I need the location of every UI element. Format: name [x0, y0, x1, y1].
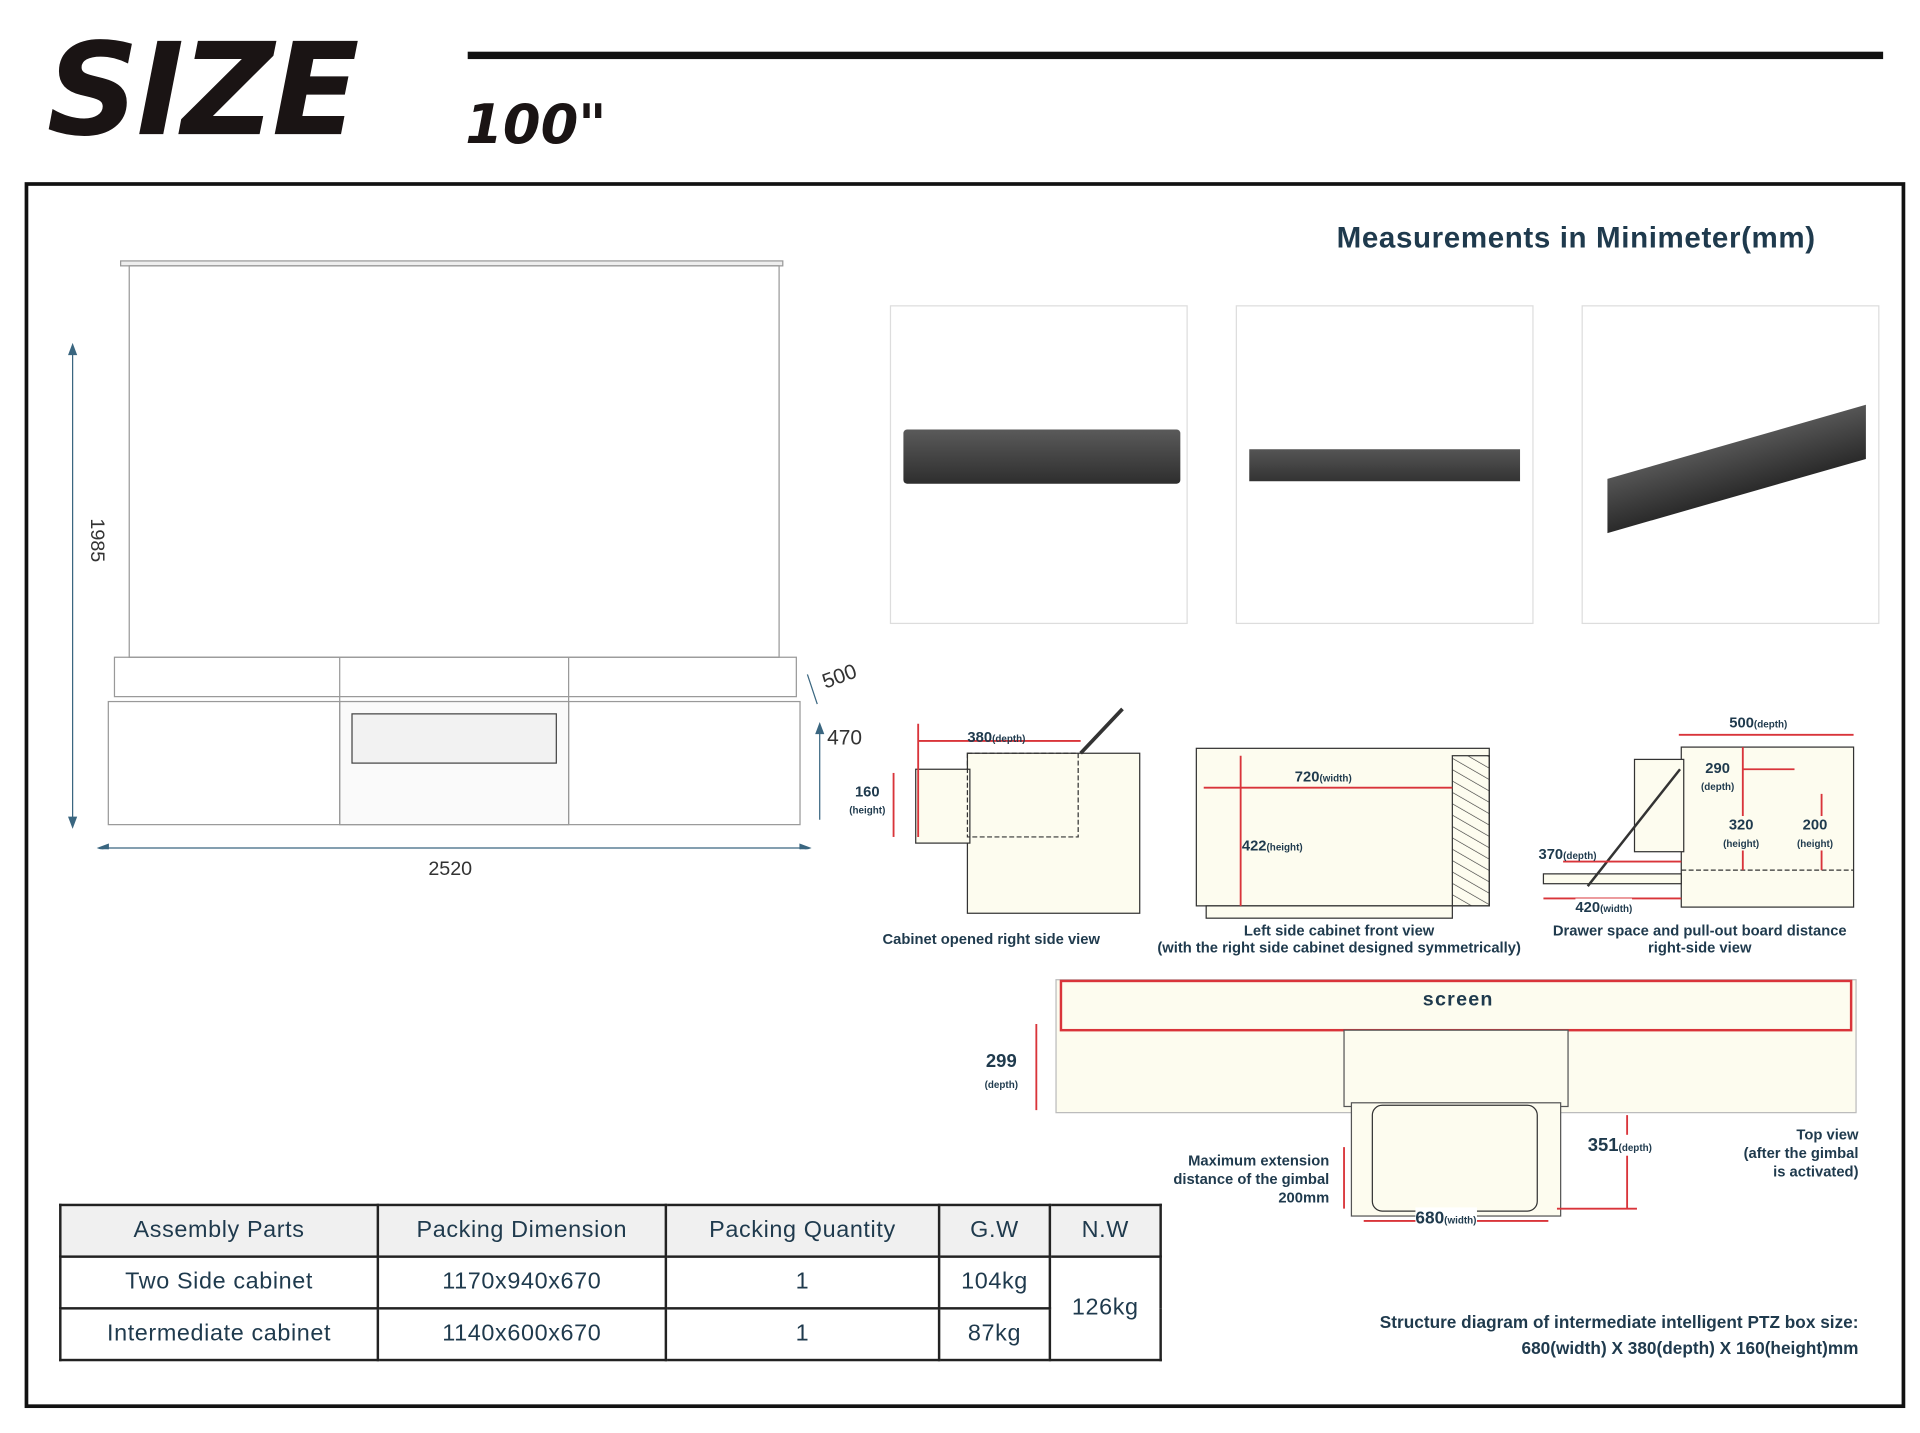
header-rule	[467, 51, 1884, 60]
structure-line2: 680(width) X 380(depth) X 160(height)mm	[1521, 1337, 1859, 1358]
top-view-drawing	[1035, 979, 1857, 1222]
top-cap-line2: (after the gimbal	[1743, 1144, 1859, 1162]
ext-line2: distance of the gimbal	[1173, 1170, 1330, 1188]
drawer-view-caption: Drawer space and pull-out board distance…	[1541, 922, 1859, 956]
cell: 1170x940x670	[376, 1255, 668, 1310]
col-header: Packing Quantity	[664, 1203, 941, 1258]
top-cap-line3: is activated)	[1773, 1163, 1859, 1181]
table-row: Intermediate cabinet 1140x600x670 1 87kg	[59, 1307, 1160, 1362]
front-width-unit: (width)	[1319, 772, 1352, 785]
top-680-value: 680	[1415, 1207, 1445, 1228]
drawer-420-unit: (width)	[1600, 903, 1633, 915]
cell: Two Side cabinet	[59, 1255, 380, 1310]
cell: 104kg	[937, 1255, 1052, 1310]
front-height-label: 422(height)	[1242, 837, 1303, 854]
drawer-290-unit: (depth)	[1700, 781, 1735, 793]
front-caption-line1: Left side cabinet front view	[1243, 921, 1435, 940]
packing-table: Assembly Parts Packing Dimension Packing…	[59, 1203, 1162, 1362]
product-photo-low	[1235, 305, 1534, 625]
drawer-height-200: 200 (height)	[1796, 816, 1834, 851]
units-title: Measurements in Minimeter(mm)	[1336, 221, 1816, 255]
side-depth-unit: (depth)	[992, 733, 1026, 745]
drawer-500-value: 500	[1729, 713, 1754, 732]
front-height-unit: (height)	[1266, 841, 1303, 853]
cabinet-height-dimension: 470	[827, 726, 863, 750]
front-width-value: 720	[1294, 768, 1320, 786]
drawer-depth-370: 370(depth)	[1539, 846, 1597, 863]
side-height-unit: (height)	[849, 804, 886, 817]
col-header: N.W	[1048, 1203, 1162, 1258]
cell: Intermediate cabinet	[59, 1307, 380, 1362]
height-dimension: 1985	[85, 518, 107, 563]
drawer-200-unit: (height)	[1796, 838, 1834, 850]
cell: 87kg	[937, 1307, 1052, 1362]
side-height-value: 160	[854, 782, 880, 801]
structure-note: Structure diagram of intermediate intell…	[1305, 1310, 1859, 1362]
side-depth-value: 380	[967, 728, 993, 746]
screen-size: 100"	[465, 93, 607, 157]
col-header: Assembly Parts	[59, 1203, 380, 1258]
cabinet-side-view-drawing	[892, 707, 1141, 914]
product-photo-angled	[1581, 305, 1880, 625]
ext-line1: Maximum extension	[1188, 1152, 1330, 1170]
front-width-label: 720(width)	[1295, 768, 1352, 785]
top-width-680: 680(width)	[1415, 1207, 1477, 1228]
drawer-320-unit: (height)	[1723, 838, 1760, 850]
drawer-370-value: 370	[1538, 845, 1564, 863]
width-dimension: 2520	[428, 859, 473, 881]
cell: 1140x600x670	[376, 1307, 668, 1362]
top-depth-299: 299 (depth)	[985, 1051, 1018, 1093]
drawer-200-value: 200	[1802, 816, 1828, 834]
drawer-caption-line2: right-side view	[1648, 939, 1752, 957]
drawer-420-value: 420	[1575, 898, 1601, 916]
top-cap-line1: Top view	[1796, 1126, 1859, 1144]
drawer-depth-290: 290 (depth)	[1700, 759, 1735, 794]
cabinet-front-view-drawing	[1195, 747, 1490, 919]
product-photo-front	[889, 305, 1188, 625]
side-depth-label: 380(depth)	[967, 729, 1025, 746]
net-weight-cell: 126kg	[1048, 1255, 1162, 1362]
content-frame	[24, 182, 1906, 1409]
col-header: Packing Dimension	[376, 1203, 668, 1258]
table-header-row: Assembly Parts Packing Dimension Packing…	[59, 1203, 1162, 1258]
structure-line1: Structure diagram of intermediate intell…	[1379, 1312, 1859, 1332]
cell: 1	[664, 1307, 941, 1362]
front-view-caption: Left side cabinet front view(with the ri…	[1150, 922, 1529, 956]
top-680-unit: (width)	[1444, 1214, 1477, 1226]
ext-line3: 200mm	[1278, 1188, 1330, 1207]
table-row: Two Side cabinet 1170x940x670 1 104kg 12…	[59, 1255, 1162, 1362]
drawer-height-320: 320 (height)	[1723, 816, 1760, 851]
col-header: G.W	[937, 1203, 1052, 1258]
front-caption-line2: (with the right side cabinet designed sy…	[1157, 939, 1521, 957]
drawer-width-420: 420(width)	[1575, 898, 1633, 916]
front-height-value: 422	[1241, 836, 1267, 855]
top-299-value: 299	[985, 1051, 1017, 1073]
top-351-unit: (depth)	[1618, 1142, 1652, 1154]
drawer-370-unit: (depth)	[1563, 850, 1597, 862]
screen-label: screen	[1422, 989, 1494, 1011]
top-299-unit: (depth)	[984, 1079, 1019, 1091]
drawer-500-unit: (depth)	[1753, 718, 1788, 730]
top-351-value: 351	[1587, 1134, 1619, 1156]
side-view-caption: Cabinet opened right side view	[882, 930, 1100, 948]
size-title: SIZE	[46, 14, 360, 165]
side-height-label: 160 (height)	[849, 783, 885, 817]
drawer-320-value: 320	[1728, 816, 1754, 834]
drawer-290-value: 290	[1705, 759, 1730, 777]
top-depth-351: 351(depth)	[1587, 1134, 1652, 1156]
overall-elevation-drawing	[68, 260, 825, 850]
drawer-depth-500: 500(depth)	[1729, 714, 1787, 731]
cell: 1	[664, 1255, 941, 1310]
drawer-caption-line1: Drawer space and pull-out board distance	[1552, 921, 1847, 940]
